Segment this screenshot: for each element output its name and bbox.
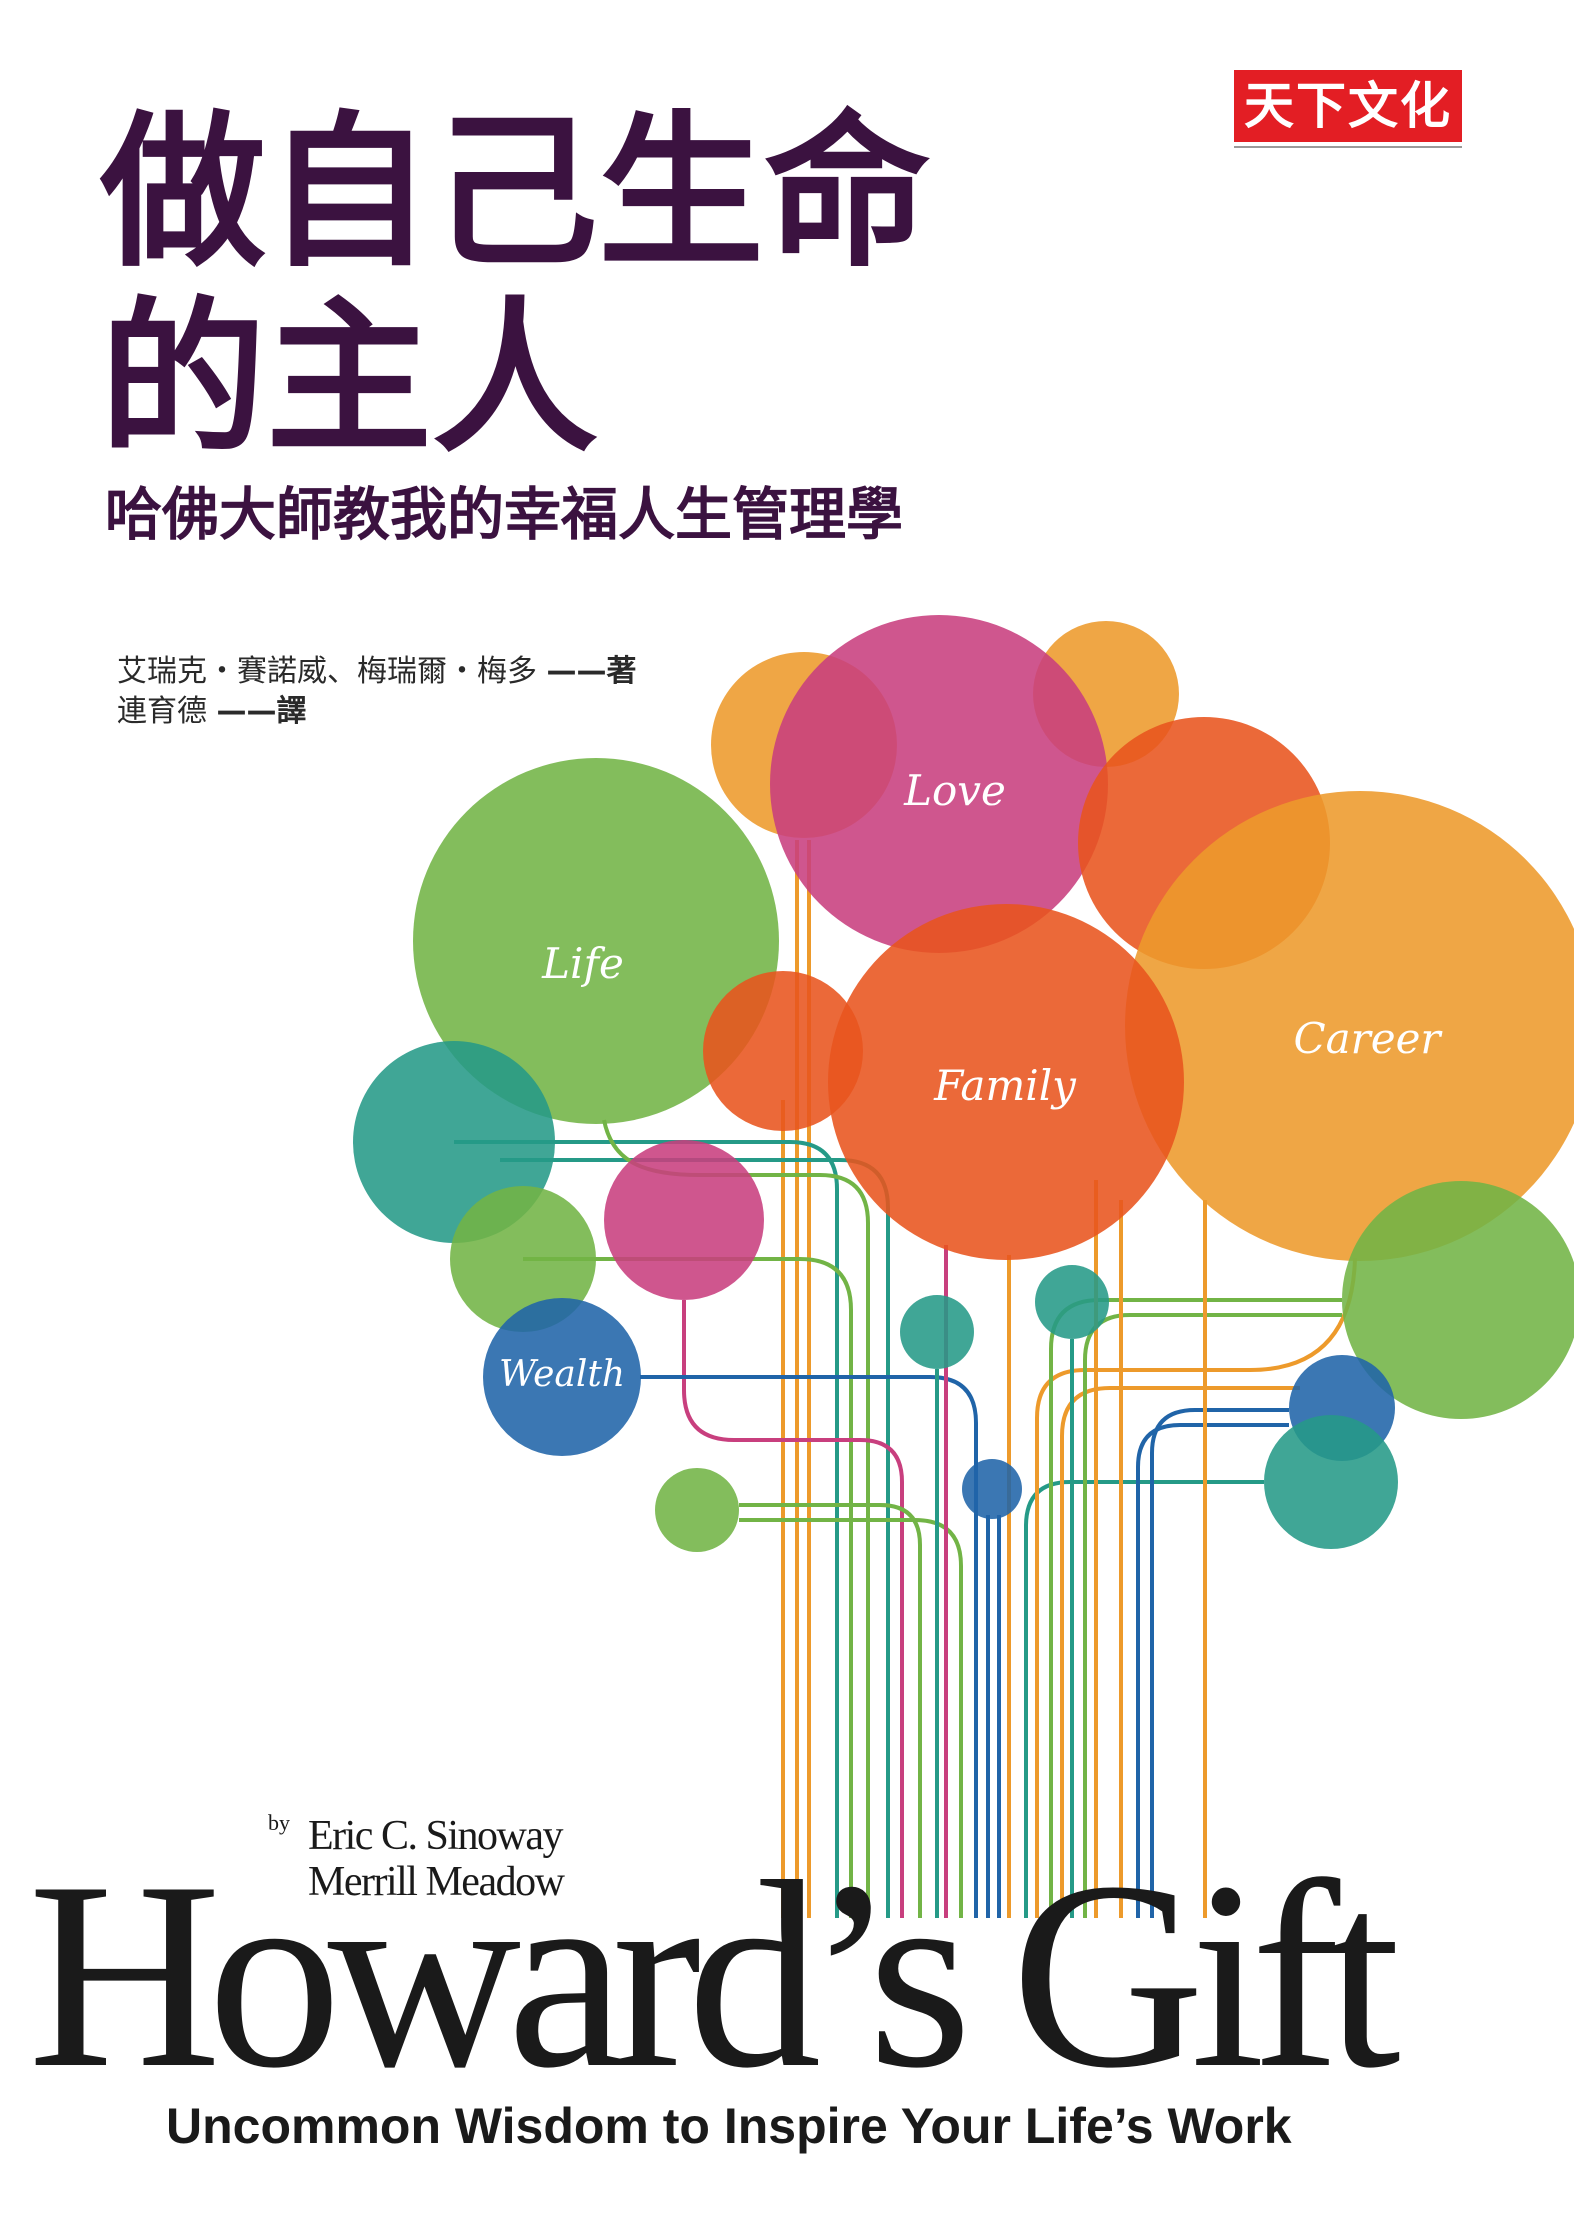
branch-line xyxy=(682,1300,904,1918)
english-title: Howard’s Gift xyxy=(28,1826,1402,2123)
bubble-labels: Love Life Family Career Wealth xyxy=(499,766,1443,1395)
family-bubble xyxy=(828,904,1184,1260)
branch-line xyxy=(523,1257,853,1918)
english-text: by Eric C. Sinoway Merrill Meadow Howard… xyxy=(28,1810,1416,2154)
credits: 艾瑞克・賽諾威、梅瑞爾・梅多 ——著 連育德 ——譯 xyxy=(117,652,637,732)
translator-name: 連育德 xyxy=(117,694,217,729)
life-label: Life xyxy=(541,939,624,988)
teal-bubble-right xyxy=(1264,1415,1398,1549)
authors-names: 艾瑞克・賽諾威、梅瑞爾・梅多 xyxy=(117,654,547,689)
red-orange-bubble-small xyxy=(703,971,863,1131)
love-label: Love xyxy=(903,766,1006,815)
chinese-subtitle: 哈佛大師教我的幸福人生管理學 xyxy=(105,482,903,548)
logo-underline xyxy=(1234,146,1462,148)
blue-bubble-small xyxy=(962,1459,1022,1519)
career-label: Career xyxy=(1293,1014,1443,1063)
chinese-title-line-1: 做自己生命 xyxy=(100,95,930,290)
teal-bubble-small-2 xyxy=(1035,1265,1109,1339)
love-bubble xyxy=(770,615,1108,953)
by-label: by xyxy=(268,1810,290,1835)
wealth-bubble xyxy=(483,1298,641,1456)
branch-line xyxy=(739,1518,963,1918)
family-label: Family xyxy=(933,1061,1077,1110)
bubbles xyxy=(353,615,1574,1552)
branch-line xyxy=(1150,1408,1289,1918)
chinese-title: 做自己生命 的主人 xyxy=(100,100,930,472)
green-bubble-bottom xyxy=(655,1468,739,1552)
branch-line xyxy=(640,1375,978,1918)
english-author-2: Merrill Meadow xyxy=(308,1859,566,1905)
green-bubble-right xyxy=(1342,1181,1574,1419)
branch-line xyxy=(454,1140,839,1918)
publisher-logo: 天下文化 xyxy=(1234,70,1462,142)
translator-role: ——譯 xyxy=(216,694,307,729)
branch-lines xyxy=(454,840,1357,1918)
teal-bubble-small-1 xyxy=(900,1295,974,1369)
publisher-logo-text: 天下文化 xyxy=(1244,76,1452,135)
authors-role: ——著 xyxy=(546,654,637,689)
translator-line: 連育德 ——譯 xyxy=(117,692,637,732)
life-bubble xyxy=(413,758,779,1124)
green-bubble-left xyxy=(450,1186,596,1332)
wealth-label: Wealth xyxy=(499,1354,625,1395)
english-author-1: Eric C. Sinoway xyxy=(308,1813,563,1859)
branch-line xyxy=(739,1503,922,1918)
branch-line xyxy=(1136,1423,1289,1918)
magenta-bubble-small xyxy=(604,1140,764,1300)
chinese-title-line-2: 的主人 xyxy=(100,281,598,476)
english-subtitle: Uncommon Wisdom to Inspire Your Life’s W… xyxy=(166,2098,1292,2154)
career-bubble xyxy=(1125,791,1574,1261)
authors-line: 艾瑞克・賽諾威、梅瑞爾・梅多 ——著 xyxy=(117,652,637,692)
